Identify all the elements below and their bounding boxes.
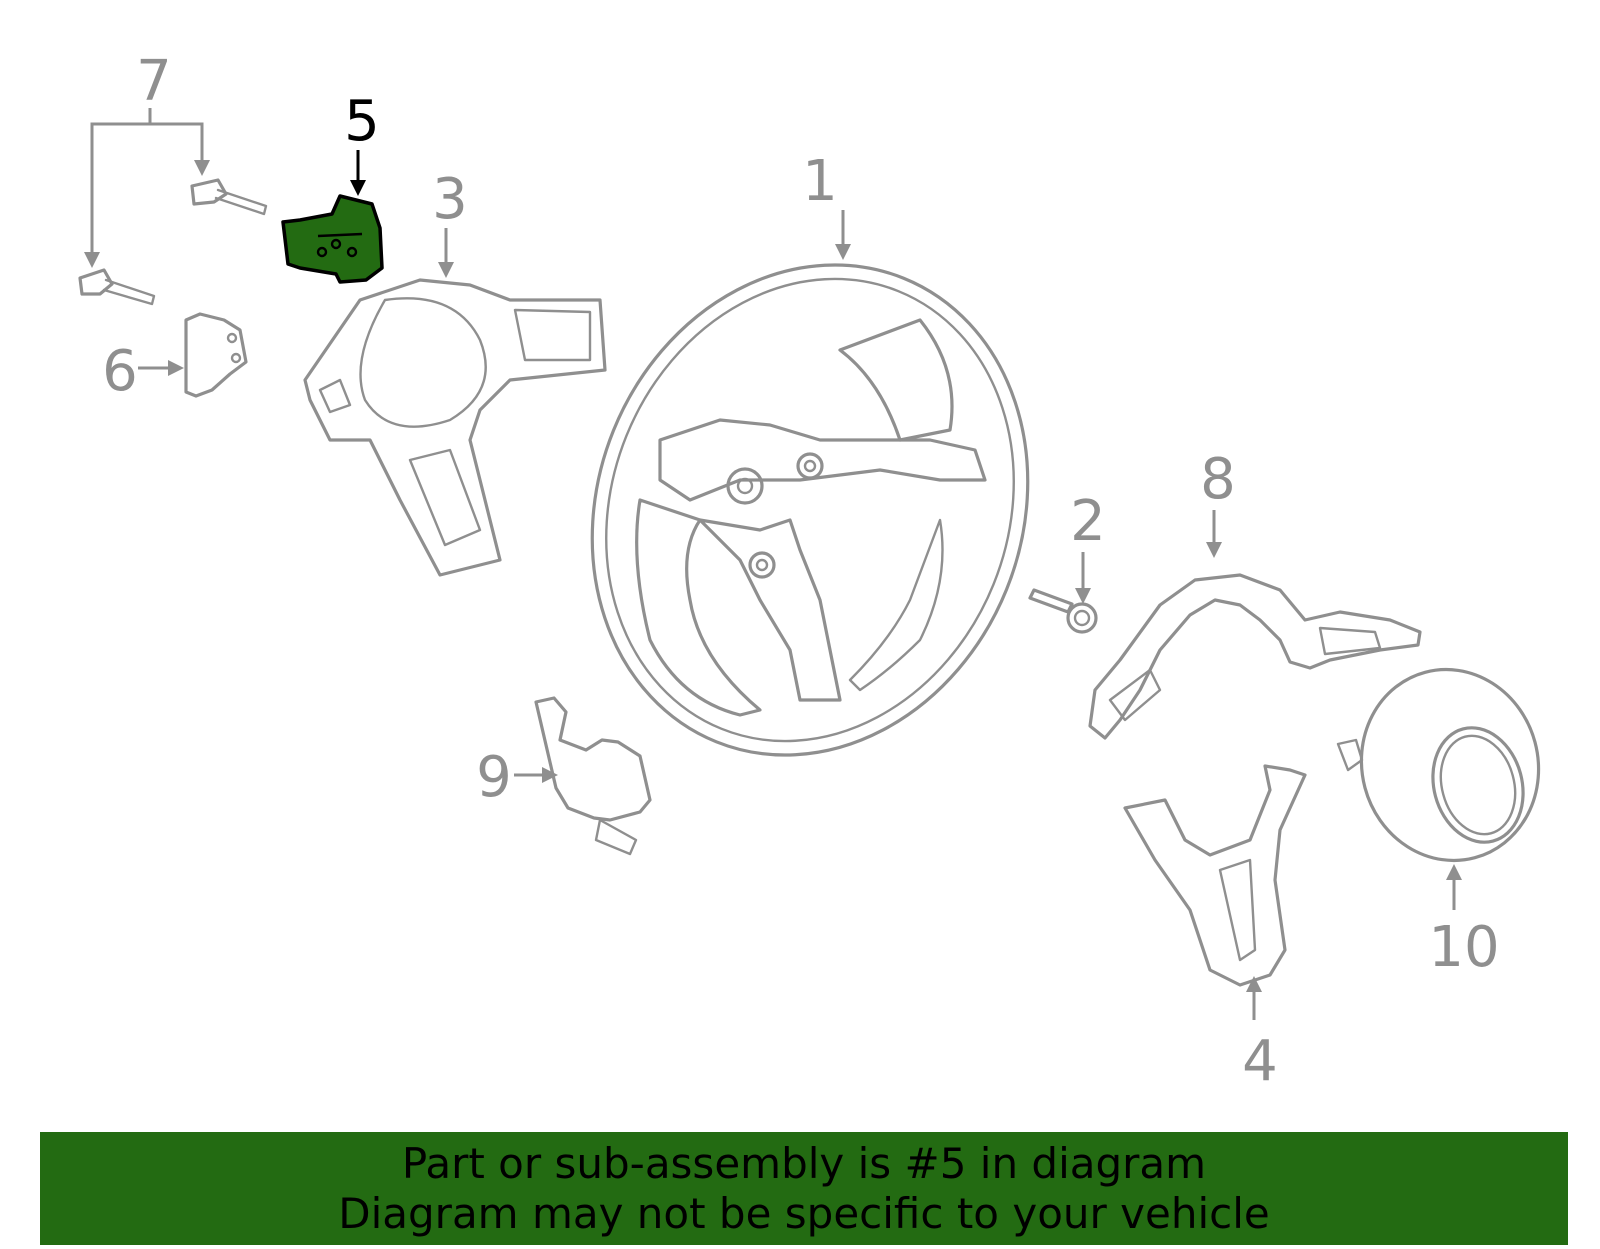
- callout-label-10: 10: [1428, 915, 1499, 980]
- part-6-bracket[interactable]: [184, 312, 248, 398]
- part-2-bolt[interactable]: [1028, 588, 1098, 634]
- part-8-switch-assembly[interactable]: [1088, 573, 1422, 740]
- callout-4: 4: [1242, 976, 1278, 1094]
- callout-10: 10: [1428, 864, 1500, 980]
- part-5-bracket-highlighted[interactable]: [281, 194, 384, 284]
- info-banner: Part or sub-assembly is #5 in diagram Di…: [40, 1132, 1568, 1245]
- callout-5-highlighted: 5: [344, 89, 380, 196]
- banner-line-part-reference: Part or sub-assembly is #5 in diagram: [401, 1138, 1207, 1188]
- callout-2: 2: [1070, 489, 1106, 604]
- callout-label-4: 4: [1242, 1029, 1278, 1094]
- part-1-steering-wheel[interactable]: [520, 199, 1100, 821]
- callout-label-8: 8: [1200, 447, 1236, 512]
- callout-7: 7: [84, 49, 210, 268]
- part-7-bolts[interactable]: [78, 178, 268, 306]
- callout-label-9: 9: [476, 745, 512, 810]
- part-9-switch[interactable]: [534, 696, 652, 856]
- callout-label-3: 3: [432, 167, 468, 232]
- banner-line-disclaimer: Diagram may not be specific to your vehi…: [338, 1188, 1270, 1238]
- part-3-spoke-cover[interactable]: [303, 278, 607, 577]
- callout-9: 9: [476, 745, 558, 810]
- callout-3: 3: [432, 167, 468, 278]
- part-4-lower-cover[interactable]: [1123, 764, 1307, 987]
- part-10-airbag-module[interactable]: [1336, 649, 1560, 880]
- callout-8: 8: [1200, 447, 1236, 558]
- callout-label-5: 5: [344, 89, 380, 154]
- callout-1: 1: [802, 149, 851, 260]
- callout-6: 6: [102, 339, 184, 404]
- callout-label-2: 2: [1070, 489, 1106, 554]
- callout-label-7: 7: [136, 49, 172, 114]
- callout-label-1: 1: [802, 149, 838, 214]
- callout-label-6: 6: [102, 339, 138, 404]
